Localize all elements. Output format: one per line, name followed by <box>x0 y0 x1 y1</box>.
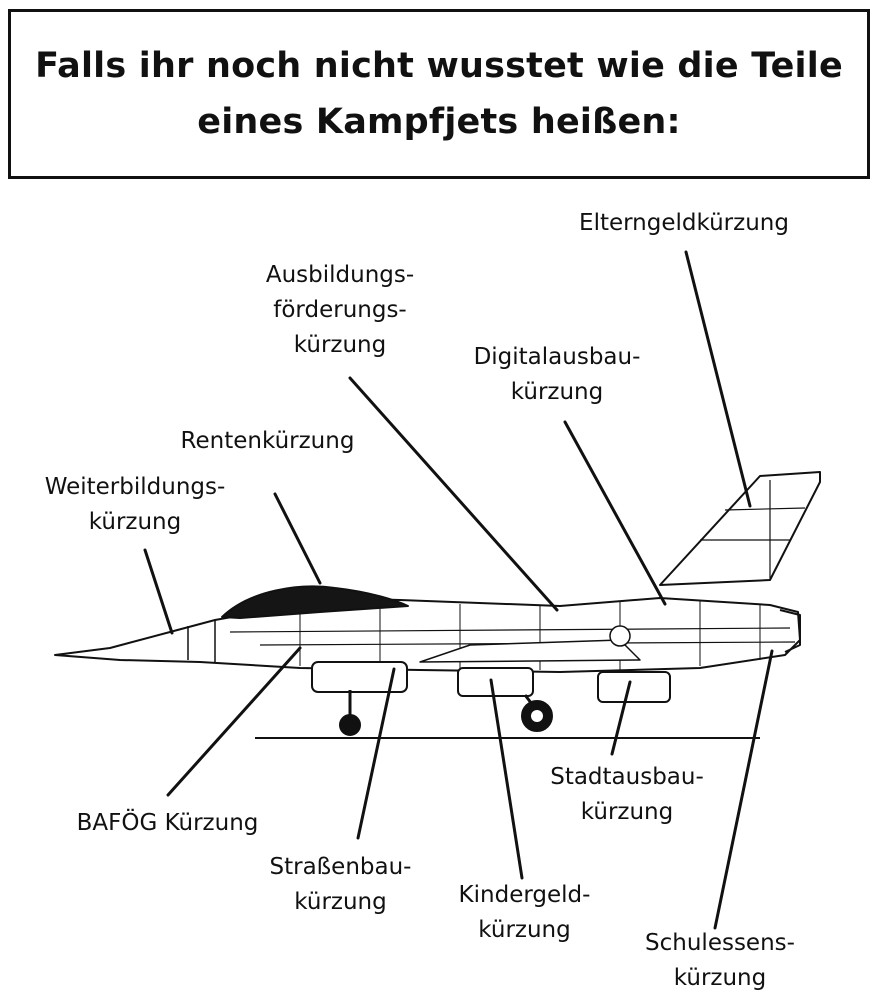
label-digital-line-2: kürzung <box>510 379 604 405</box>
leader-schulessen <box>713 649 774 930</box>
label-ausbildung-line-2: förderungs- <box>273 297 407 323</box>
title-line-2: eines Kampfjets heißen: <box>197 102 681 142</box>
label-elterngeld: Elterngeldkürzung <box>553 206 815 241</box>
label-kindergeld-line-1: Kindergeld- <box>458 882 591 908</box>
label-digital: Digitalausbau- kürzung <box>452 340 662 410</box>
nose-wheel <box>339 714 361 736</box>
label-kindergeld: Kindergeld- kürzung <box>437 878 612 948</box>
label-ausbildung-line-1: Ausbildungs- <box>265 262 415 288</box>
label-schulessen-line-2: kürzung <box>673 965 767 991</box>
leader-rente <box>273 492 322 585</box>
label-bafoeg: BAFÖG Kürzung <box>55 806 280 841</box>
label-strassenbau-line-2: kürzung <box>294 889 387 915</box>
belly-pod-front <box>311 661 408 693</box>
leader-bafoeg <box>166 646 302 797</box>
label-strassenbau-line-1: Straßenbau- <box>269 854 412 880</box>
label-strassenbau: Straßenbau- kürzung <box>248 850 433 920</box>
label-bafoeg-line-1: BAFÖG Kürzung <box>76 810 259 836</box>
leader-ausbildung <box>348 376 559 612</box>
leader-weiterbildung <box>143 548 174 635</box>
label-stadtausbau: Stadtausbau- kürzung <box>522 760 732 830</box>
leader-strassenbau <box>356 667 396 840</box>
leader-stadtausbau <box>610 680 632 756</box>
label-ausbildung: Ausbildungs- förderungs- kürzung <box>235 258 445 363</box>
label-schulessen-line-1: Schulessens- <box>645 930 795 956</box>
fighter-jet-illustration <box>54 471 821 739</box>
label-weiterbildung-line-2: kürzung <box>88 509 182 535</box>
label-schulessen: Schulessens- kürzung <box>620 926 820 996</box>
label-stadtausbau-line-2: kürzung <box>580 799 674 825</box>
label-elterngeld-line-1: Elterngeldkürzung <box>579 210 789 236</box>
leader-lines <box>143 250 774 930</box>
label-kindergeld-line-2: kürzung <box>478 917 571 943</box>
tail-fin <box>659 471 821 586</box>
belly-pod-rear <box>597 671 671 703</box>
belly-pod-mid <box>457 667 534 697</box>
title-box: Falls ihr noch nicht wusstet wie die Tei… <box>8 9 870 179</box>
label-weiterbildung: Weiterbildungs- kürzung <box>10 470 260 540</box>
leader-digital <box>563 420 667 606</box>
leader-kindergeld <box>489 678 524 880</box>
label-stadtausbau-line-1: Stadtausbau- <box>550 764 704 790</box>
leader-elterngeld <box>684 250 752 508</box>
canopy <box>221 585 409 619</box>
title-line-1: Falls ihr noch nicht wusstet wie die Tei… <box>35 46 843 86</box>
label-ausbildung-line-3: kürzung <box>293 332 387 358</box>
label-rente-line-1: Rentenkürzung <box>180 428 355 454</box>
label-digital-line-1: Digitalausbau- <box>473 344 641 370</box>
label-rente: Rentenkürzung <box>155 424 380 459</box>
label-weiterbildung-line-1: Weiterbildungs- <box>44 474 226 500</box>
